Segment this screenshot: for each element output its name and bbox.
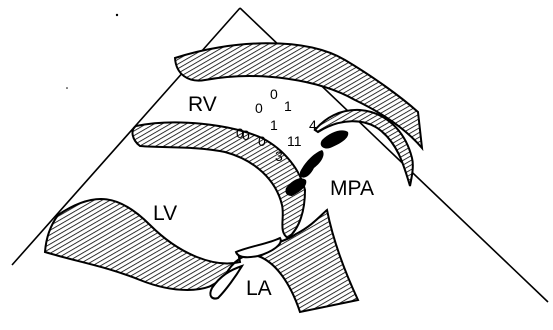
mitral-leaflet-posterior — [209, 264, 245, 300]
speck — [115, 13, 119, 17]
label-la: LA — [246, 277, 272, 300]
pulmonary-valve-cusp-upper — [320, 130, 349, 149]
value-2: 1 — [284, 98, 292, 114]
value-4: 1 — [270, 117, 278, 133]
pulmonary-valve-cusp-lower — [285, 178, 307, 196]
value-6: 0 — [258, 133, 266, 149]
label-rv: RV — [188, 93, 217, 116]
value-1: 0 — [255, 100, 263, 116]
value-5: 4 — [309, 117, 317, 133]
value-8: 11 — [287, 133, 302, 149]
label-mpa: MPA — [330, 177, 374, 200]
pulmonary-valve-cusp — [300, 150, 324, 178]
mpa-wall — [313, 108, 414, 187]
value-7: 0 — [242, 127, 250, 143]
speck — [66, 87, 68, 89]
value-9: 3 — [275, 148, 283, 164]
mitral-leaflet — [234, 236, 282, 259]
value-0: 0 — [270, 86, 278, 102]
label-lv: LV — [153, 202, 177, 225]
interventricular-septum — [131, 121, 307, 240]
lv-posterior-wall — [43, 198, 360, 314]
value-3: 0 — [236, 125, 244, 141]
rv-anterior-wall — [173, 42, 424, 152]
